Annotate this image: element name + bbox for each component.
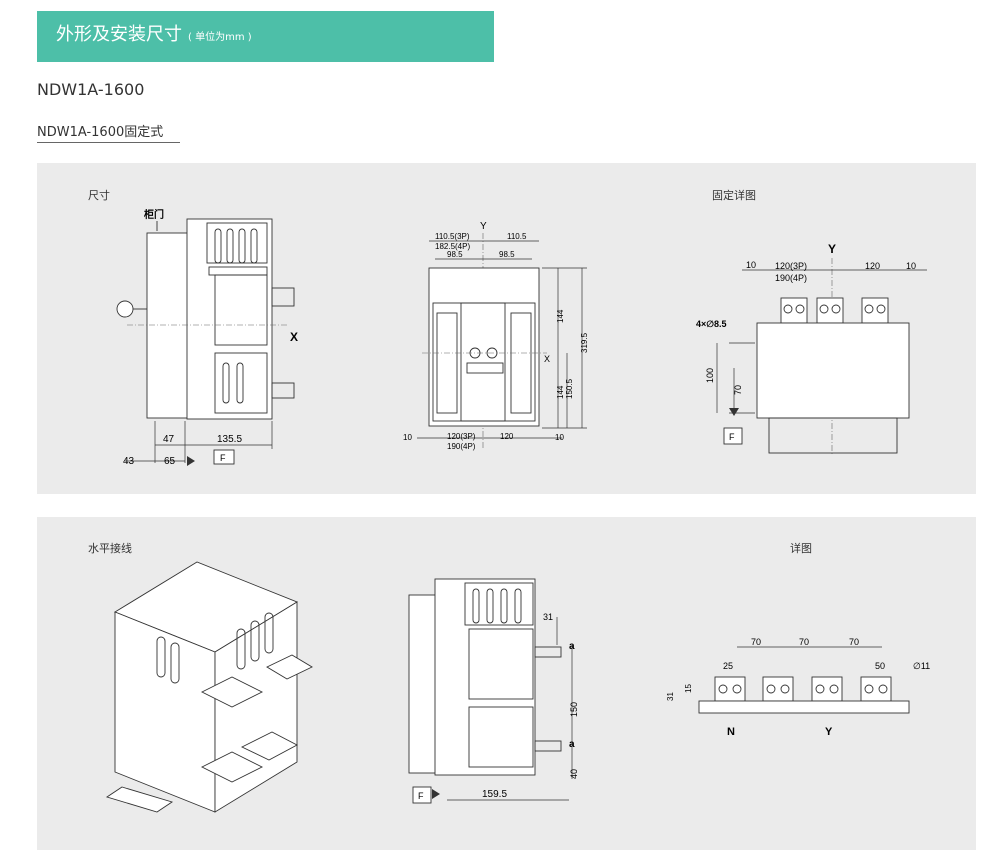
fix-dim-70: 70 [733, 385, 743, 395]
side-axis-x: X [290, 330, 298, 344]
dim-150-5: 150.5 [565, 378, 574, 399]
fix-dim-10-right: 10 [906, 261, 916, 271]
dim-182-5-4p: 182.5(4P) [435, 242, 470, 251]
fix-dim-190-4p: 190(4P) [775, 273, 807, 283]
front-axis-y: Y [480, 221, 487, 232]
dimension-drawings: 柜门 X 47 135.5 4 [116, 208, 927, 467]
detail-dim-50: 50 [875, 661, 885, 671]
detail-label: 详图 [790, 542, 812, 555]
dim-43: 43 [123, 456, 135, 467]
fix-detail-label: 固定详图 [712, 189, 756, 202]
front-axis-x: X [544, 354, 550, 364]
horizontal-wiring-label: 水平接线 [88, 542, 132, 555]
fix-f-label: F [729, 432, 735, 442]
dim-47: 47 [163, 434, 175, 445]
breaker-3d-drawing [105, 561, 313, 813]
wiring-dim-a-bottom: a [569, 739, 575, 750]
wiring-drawings: 31 a 150 a 40 159.5 F 70 70 70 25 50 ∅11 [105, 561, 930, 813]
wiring-dim-159-5: 159.5 [482, 789, 507, 800]
detail-dim-31: 31 [666, 692, 675, 701]
dim-319-5: 319.5 [580, 332, 589, 353]
dim-144-bottom: 144 [556, 385, 565, 399]
detail-dim-11: ∅11 [913, 661, 930, 671]
dim-98-5-left: 98.5 [447, 250, 463, 259]
wiring-dim-a-top: a [569, 641, 575, 652]
fix-dim-10-left: 10 [746, 260, 756, 270]
variant-subtitle: NDW1A-1600固定式 [37, 121, 180, 143]
dim-10-right: 10 [555, 433, 564, 442]
busbar-detail-drawing: 70 70 70 25 50 ∅11 31 15 N Y [666, 637, 930, 738]
door-label: 柜门 [143, 208, 164, 221]
fix-hole-spec: 4×∅8.5 [696, 319, 726, 329]
fix-detail-drawing: Y 10 120(3P) 190(4P) 120 10 4×∅8.5 100 7… [696, 242, 927, 455]
side-view-drawing: 柜门 X 47 135.5 4 [116, 208, 298, 467]
wiring-f-label: F [418, 791, 424, 801]
section-banner: 外形及安装尺寸( 单位为mm ) [37, 11, 494, 62]
dim-98-5-right: 98.5 [499, 250, 515, 259]
wiring-dim-31: 31 [543, 612, 553, 622]
detail-dim-70-1: 70 [751, 637, 761, 647]
detail-axis-y: Y [825, 726, 833, 738]
fix-dim-120-3p: 120(3P) [775, 261, 807, 271]
fix-dim-100: 100 [705, 368, 715, 383]
wiring-side-view: 31 a 150 a 40 159.5 F [408, 578, 579, 804]
detail-dim-70-3: 70 [849, 637, 859, 647]
dim-135-5: 135.5 [217, 434, 242, 445]
model-name: NDW1A-1600 [37, 80, 145, 99]
detail-dim-70-2: 70 [799, 637, 809, 647]
dim-144-top: 144 [556, 309, 565, 323]
dim-110-5: 110.5 [507, 232, 527, 241]
fix-dim-120-right: 120 [865, 261, 880, 271]
dim-120-right: 120 [500, 432, 514, 441]
dimensions-panel: 尺寸 固定详图 柜门 X [37, 163, 976, 494]
fix-axis-y: Y [828, 242, 836, 256]
front-view-drawing: Y 110.5(3P) 182.5(4P) 110.5 98.5 98.5 X [403, 221, 589, 451]
dim-10-left: 10 [403, 433, 412, 442]
detail-dim-25: 25 [723, 661, 733, 671]
dimensions-label: 尺寸 [88, 189, 110, 202]
wiring-dim-40: 40 [569, 769, 579, 779]
dim-110-5-3p: 110.5(3P) [435, 232, 470, 241]
dim-65: 65 [164, 456, 176, 467]
horizontal-wiring-panel: 水平接线 详图 [37, 517, 976, 850]
detail-dim-15: 15 [684, 684, 693, 693]
side-f-label: F [220, 453, 226, 463]
wiring-dim-150: 150 [569, 702, 579, 717]
unit-note: ( 单位为mm ) [188, 32, 252, 43]
dim-120-3p: 120(3P) [447, 432, 476, 441]
dim-190-4p: 190(4P) [447, 442, 476, 451]
section-title: 外形及安装尺寸( 单位为mm ) [56, 24, 252, 45]
detail-neutral-label: N [727, 726, 735, 738]
